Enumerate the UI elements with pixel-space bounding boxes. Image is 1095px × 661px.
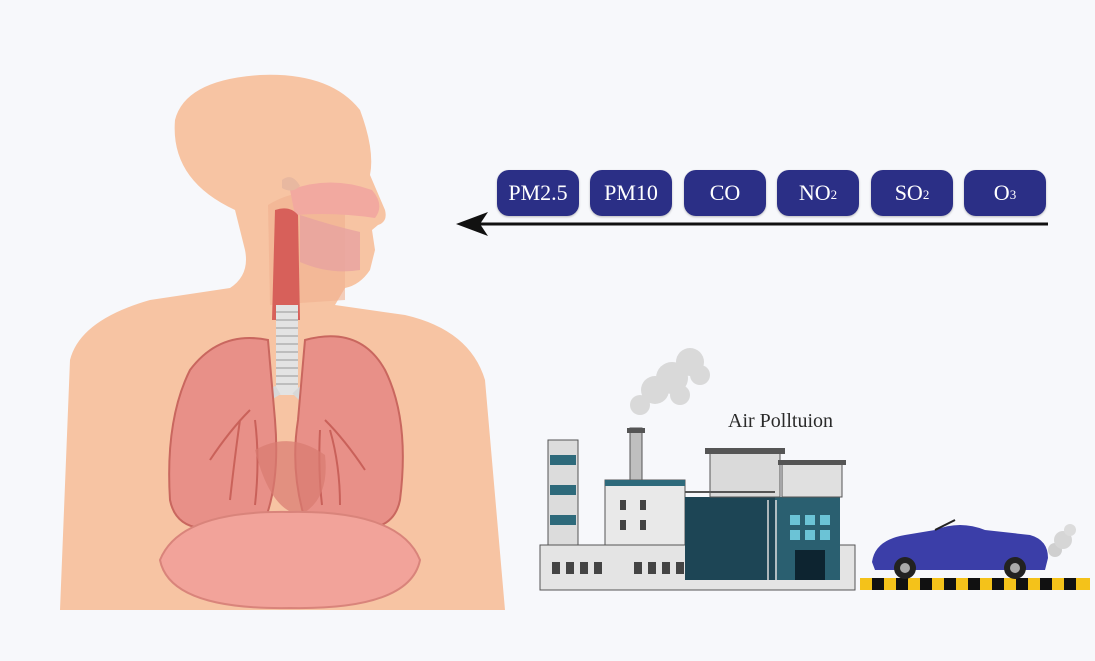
pollutant-label: PM2.5 — [508, 180, 567, 206]
pollutant-pm25: PM2.5 — [497, 170, 579, 216]
pollutant-label: SO — [895, 180, 923, 206]
pollutant-subscript: 2 — [923, 187, 930, 203]
factory-icon — [540, 428, 855, 590]
pollutant-label: O — [994, 180, 1010, 206]
pollutant-subscript: 3 — [1010, 187, 1017, 203]
pollutant-label: CO — [710, 180, 741, 206]
pollutant-label: PM10 — [604, 180, 658, 206]
pollutant-pm10: PM10 — [590, 170, 672, 216]
pollutant-co: CO — [684, 170, 766, 216]
diaphragm-icon — [160, 512, 420, 608]
road-icon — [860, 578, 1090, 590]
pollutant-label: NO — [799, 180, 831, 206]
smoke-icon — [630, 348, 710, 415]
pollutant-subscript: 2 — [831, 187, 838, 203]
air-pollution-caption: Air Polltuion — [728, 410, 833, 433]
car-icon — [872, 520, 1076, 579]
